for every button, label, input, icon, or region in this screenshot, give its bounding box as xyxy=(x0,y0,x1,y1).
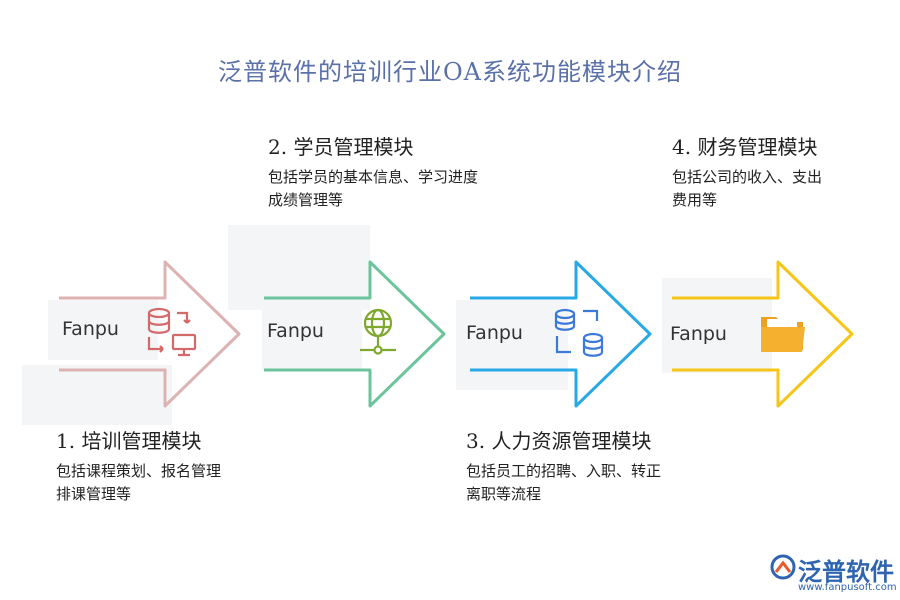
database-sync-icon xyxy=(554,308,604,357)
arrow-1-tag: Fanpu xyxy=(62,318,119,340)
module-3-block: 3. 人力资源管理模块 包括员工的招聘、入职、转正 离职等流程 xyxy=(466,425,661,506)
logo-name: 泛普软件 xyxy=(798,558,894,586)
logo-mark-icon xyxy=(770,554,796,580)
process-arrow-1 xyxy=(59,260,241,408)
ghost-panel xyxy=(48,300,158,360)
globe-network-icon xyxy=(360,308,396,355)
process-arrow-2 xyxy=(264,260,446,408)
arrow-4-tag: Fanpu xyxy=(670,323,727,345)
module-4-desc-line2: 费用等 xyxy=(672,191,718,209)
module-3-desc-line2: 离职等流程 xyxy=(466,485,542,503)
arrow-3-tag: Fanpu xyxy=(466,322,523,344)
module-1-block: 1. 培训管理模块 包括课程策划、报名管理 排课管理等 xyxy=(56,425,221,506)
module-2-desc-line1: 包括学员的基本信息、学习进度 xyxy=(268,168,479,186)
module-3-heading: 3. 人力资源管理模块 xyxy=(466,429,652,453)
module-2-desc-line2: 成绩管理等 xyxy=(268,191,344,209)
module-2-block: 2. 学员管理模块 包括学员的基本信息、学习进度 成绩管理等 xyxy=(268,131,478,212)
arrow-2-tag: Fanpu xyxy=(267,320,324,342)
module-1-desc-line1: 包括课程策划、报名管理 xyxy=(56,462,222,480)
module-2-heading: 2. 学员管理模块 xyxy=(268,135,414,159)
logo-url: www.fanpusoft.com xyxy=(798,582,897,593)
brand-logo: 泛普软件 www.fanpusoft.com xyxy=(770,552,897,597)
database-desktop-icon xyxy=(147,307,197,357)
ghost-panel xyxy=(662,278,772,373)
page-title: 泛普软件的培训行业OA系统功能模块介绍 xyxy=(217,58,682,86)
ghost-panel xyxy=(262,300,362,370)
process-arrow-4 xyxy=(672,260,854,408)
process-arrow-3 xyxy=(470,260,652,408)
module-4-desc-line1: 包括公司的收入、支出 xyxy=(672,168,823,186)
module-1-heading: 1. 培训管理模块 xyxy=(56,429,202,453)
module-4-heading: 4. 财务管理模块 xyxy=(672,135,818,159)
ghost-panel xyxy=(228,225,370,310)
ghost-panel xyxy=(22,365,172,425)
module-4-block: 4. 财务管理模块 包括公司的收入、支出 费用等 xyxy=(672,131,822,212)
module-1-desc-line2: 排课管理等 xyxy=(56,485,132,503)
module-3-desc-line1: 包括员工的招聘、入职、转正 xyxy=(466,462,662,480)
ghost-panel xyxy=(456,300,568,390)
folder-icon xyxy=(761,317,805,352)
